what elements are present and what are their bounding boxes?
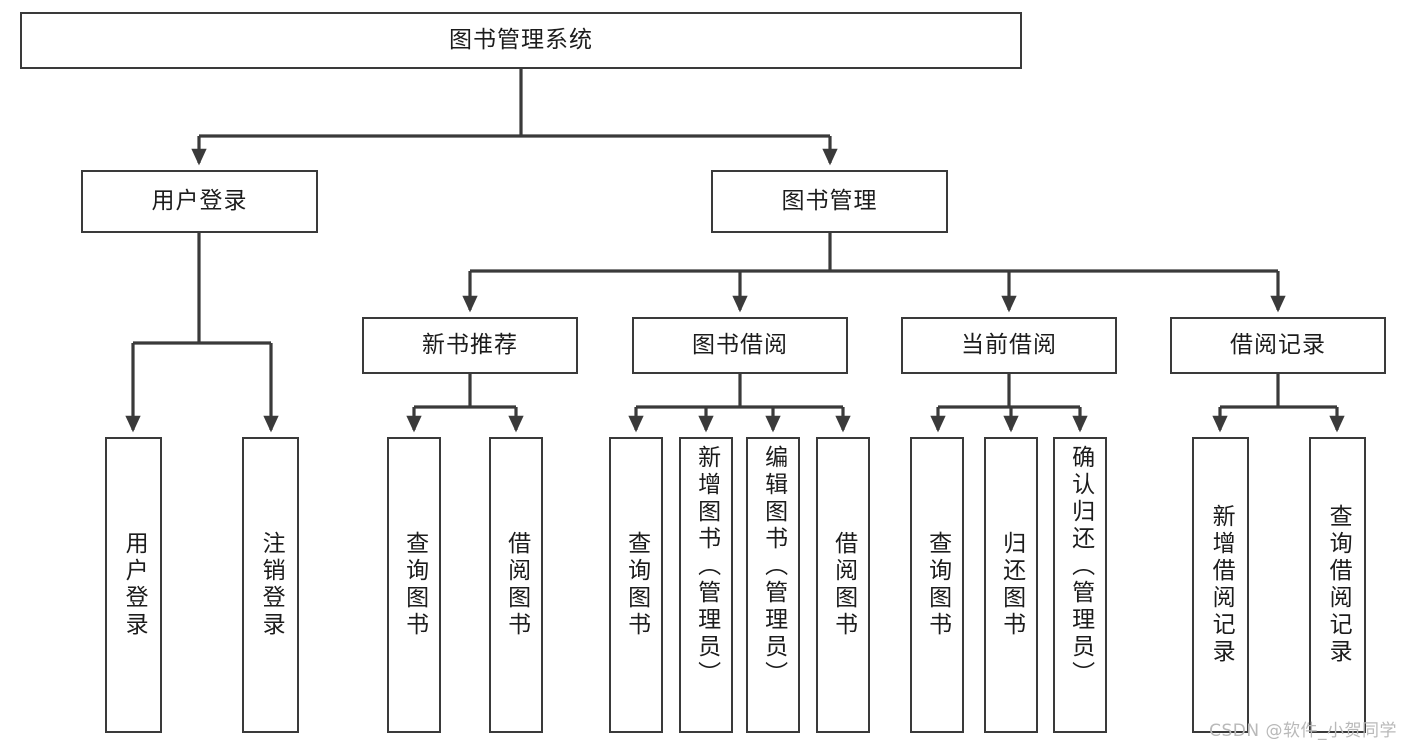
node-leaf-borrow-book-1[interactable]: 借阅图书 (489, 437, 543, 733)
node-label: 查询借阅记录 (1325, 504, 1352, 666)
node-label: 查询图书 (623, 531, 650, 639)
node-label: 编辑图书（管理员） (760, 445, 787, 688)
node-label: 查询图书 (924, 531, 951, 639)
node-leaf-borrow-book-2[interactable]: 借阅图书 (816, 437, 870, 733)
node-label: 图书借阅 (692, 332, 788, 359)
node-book-borrow[interactable]: 图书借阅 (632, 317, 848, 374)
node-label: 注销登录 (258, 531, 285, 639)
watermark-text: CSDN @软件_小贺同学 (1209, 721, 1397, 741)
node-current-borrow[interactable]: 当前借阅 (901, 317, 1117, 374)
node-label: 新增图书（管理员） (693, 445, 720, 688)
node-label: 借阅图书 (503, 531, 530, 639)
node-leaf-add-record[interactable]: 新增借阅记录 (1192, 437, 1249, 733)
node-leaf-query-book-3[interactable]: 查询图书 (910, 437, 964, 733)
node-label: 图书管理系统 (449, 27, 593, 54)
node-label: 确认归还（管理员） (1067, 445, 1094, 688)
node-leaf-add-book[interactable]: 新增图书（管理员） (679, 437, 733, 733)
node-new-book-rec[interactable]: 新书推荐 (362, 317, 578, 374)
node-label: 归还图书 (998, 531, 1025, 639)
node-leaf-edit-book[interactable]: 编辑图书（管理员） (746, 437, 800, 733)
node-leaf-user-login[interactable]: 用户登录 (105, 437, 162, 733)
node-leaf-query-record[interactable]: 查询借阅记录 (1309, 437, 1366, 733)
node-user-login[interactable]: 用户登录 (81, 170, 318, 233)
node-label: 新书推荐 (422, 332, 518, 359)
node-label: 查询图书 (401, 531, 428, 639)
node-label: 用户登录 (151, 188, 248, 215)
node-leaf-return-book[interactable]: 归还图书 (984, 437, 1038, 733)
node-book-manage[interactable]: 图书管理 (711, 170, 948, 233)
node-label: 当前借阅 (961, 332, 1057, 359)
node-label: 新增借阅记录 (1208, 504, 1235, 666)
node-borrow-record[interactable]: 借阅记录 (1170, 317, 1386, 374)
node-label: 图书管理 (781, 188, 878, 215)
node-leaf-query-book-2[interactable]: 查询图书 (609, 437, 663, 733)
node-label: 借阅记录 (1230, 332, 1326, 359)
node-label: 借阅图书 (830, 531, 857, 639)
node-label: 用户登录 (121, 531, 148, 639)
node-leaf-user-logout[interactable]: 注销登录 (242, 437, 299, 733)
node-leaf-confirm-return[interactable]: 确认归还（管理员） (1053, 437, 1107, 733)
node-root-system[interactable]: 图书管理系统 (20, 12, 1022, 69)
node-leaf-query-book-1[interactable]: 查询图书 (387, 437, 441, 733)
